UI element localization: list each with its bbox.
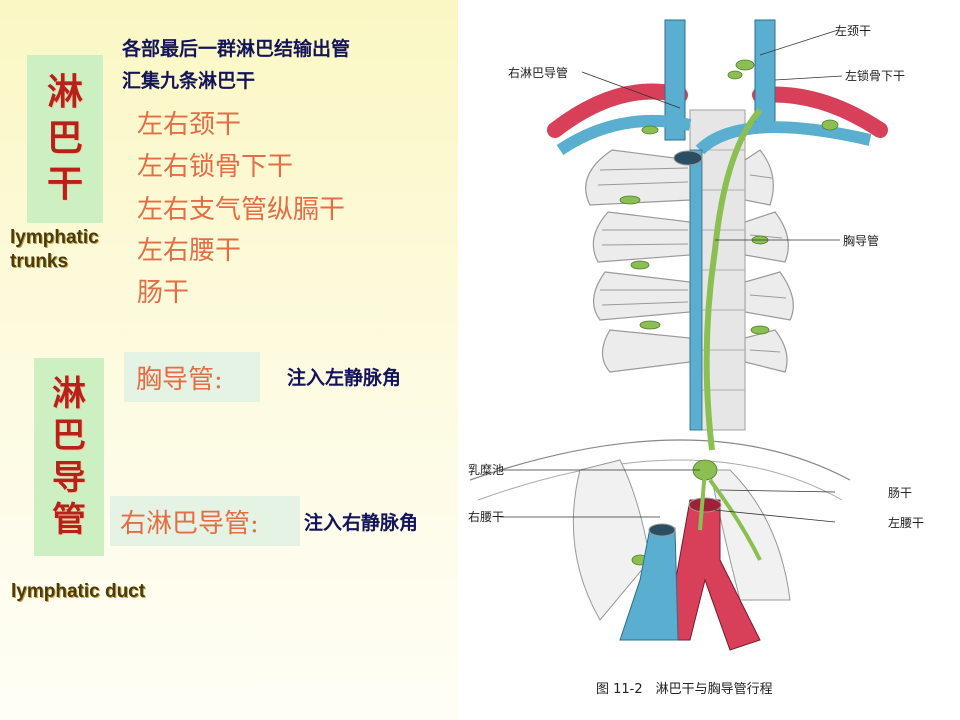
trunk-item: 肠干: [137, 278, 190, 308]
title-char: 巴: [52, 416, 86, 456]
right-brachiocephalic-vein: [556, 114, 692, 156]
leader-lines: [500, 29, 843, 523]
left-psoas: [709, 469, 791, 601]
thoracic-duct: [703, 108, 763, 451]
ivc-section: [648, 523, 676, 537]
aorta-section: [688, 497, 722, 513]
english-line: trunks: [10, 250, 69, 272]
thoracic-duct-label: 胸导管:: [124, 352, 260, 402]
azygos-vein: [689, 149, 703, 431]
diaphragm: [469, 439, 851, 481]
thoracic-duct-destination: 注入左静脉角: [287, 367, 402, 389]
label-left-jugular-trunk: 左颈干: [835, 23, 871, 38]
right-psoas: [572, 459, 651, 621]
vessel-section: [673, 150, 703, 166]
rib-stripes: [597, 167, 787, 353]
lymphatic-trunks-english: lymphatic trunks: [10, 226, 99, 274]
trunk-item: 左右锁骨下干: [137, 152, 294, 182]
title-char: 干: [46, 164, 83, 205]
label-thoracic-duct: 胸导管: [843, 233, 879, 248]
trunk-item: 左右腰干: [137, 236, 242, 266]
lymphatic-duct-title-box: 淋 巴 导 管: [34, 358, 104, 556]
right-lymphatic-duct-destination: 注入右静脉角: [304, 512, 419, 534]
label-right-lumbar-trunk: 右腰干: [468, 509, 504, 524]
diaphragm-inner: [477, 459, 843, 501]
left-brachiocephalic-vein: [695, 121, 872, 155]
summary-line-2: 汇集九条淋巴干: [122, 70, 256, 92]
title-char: 导: [52, 458, 86, 498]
lumbar-trunk-lines: [698, 469, 762, 561]
anatomy-figure: 左颈干 右淋巴导管 左锁骨下干 胸导管 乳糜池 肠干 右腰干 左腰干 图 11-…: [460, 0, 960, 720]
trunk-item: 左右颈干: [137, 110, 242, 140]
label-intestinal-trunk: 肠干: [888, 486, 912, 500]
summary-line-1: 各部最后一群淋巴结输出管: [122, 38, 351, 60]
trunk-item: 左右支气管纵膈干: [137, 195, 346, 225]
title-char: 淋: [46, 72, 83, 113]
label-left-lumbar-trunk: 左腰干: [888, 515, 924, 530]
right-jugular-vein: [664, 19, 686, 141]
figure-caption: 图 11-2 淋巴干与胸导管行程: [596, 682, 773, 697]
lymphatic-duct-english: lymphatic duct: [11, 581, 146, 602]
ribs: [585, 149, 794, 373]
title-char: 巴: [46, 118, 83, 159]
title-char: 淋: [52, 374, 86, 414]
title-char: 管: [52, 500, 86, 540]
lymphatic-trunks-title-box: 淋 巴 干: [27, 55, 103, 223]
label-left-subclavian-trunk: 左锁骨下干: [845, 68, 905, 83]
label-cisterna-chyli: 乳糜池: [468, 462, 504, 477]
right-lymphatic-duct-label: 右淋巴导管:: [110, 496, 300, 546]
label-right-lymphatic-duct: 右淋巴导管: [508, 65, 568, 80]
english-line: lymphatic: [10, 227, 99, 248]
